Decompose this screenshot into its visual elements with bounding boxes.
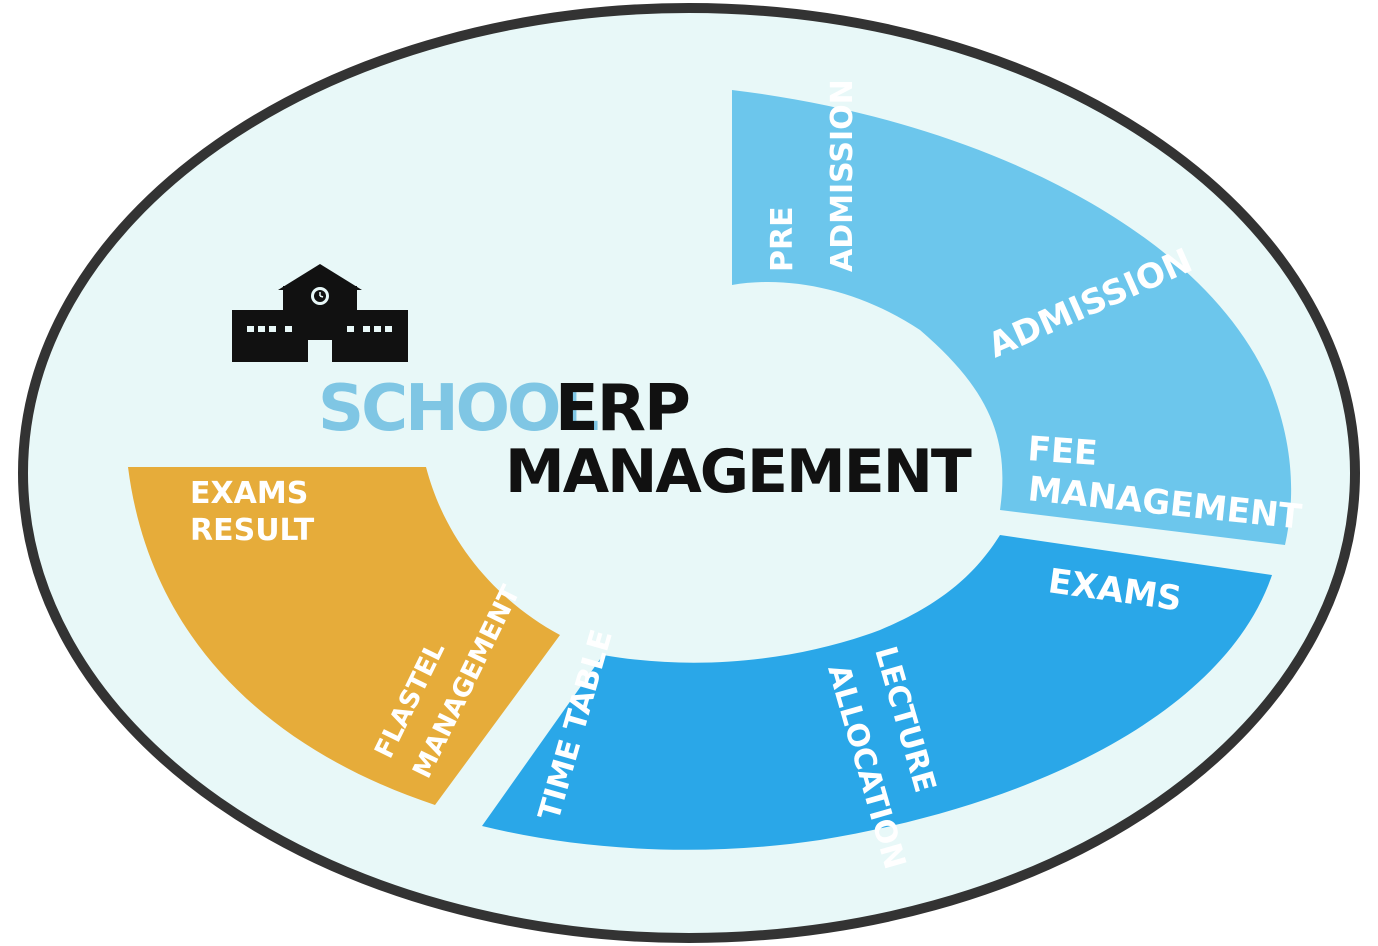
label-exams-result-line1: EXAMS <box>190 476 308 511</box>
school-building-icon <box>232 264 408 362</box>
title-school: SCHOOL <box>318 372 598 446</box>
segment-light-blue <box>732 90 1292 545</box>
title-management: MANAGEMENT <box>505 437 972 507</box>
segment-orange <box>128 467 560 805</box>
segment-mid-blue <box>482 535 1272 850</box>
label-exams-result-line2: RESULT <box>190 513 315 548</box>
title-erp: ERP <box>555 372 689 446</box>
label-pre-admission-line2: ADMISSION <box>825 79 860 272</box>
label-pre-admission-line1: PRE <box>765 206 800 272</box>
label-fee-management-line1: FEE <box>1026 429 1098 474</box>
